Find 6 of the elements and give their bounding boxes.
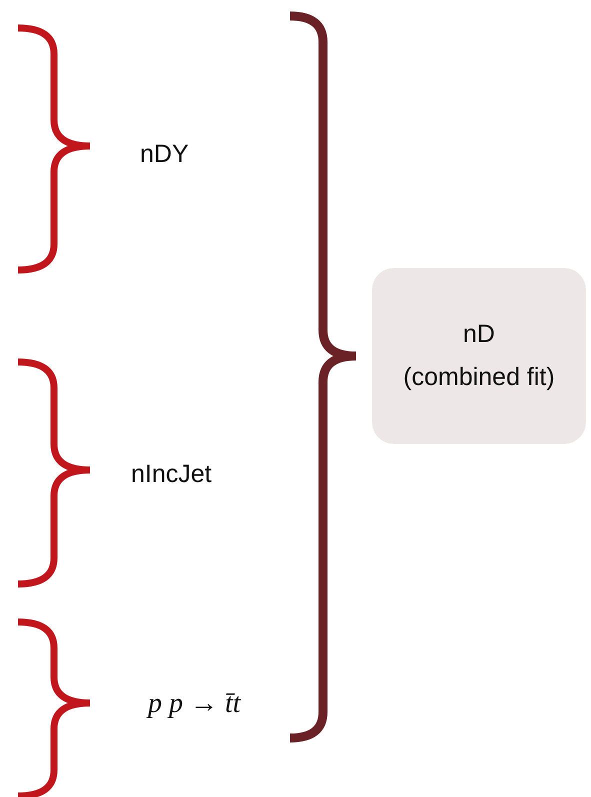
result-box <box>372 268 586 444</box>
bracket-label: p p → t̄t <box>148 688 241 720</box>
bracket-label: nDY <box>140 140 189 169</box>
bracket-label: nIncJet <box>131 460 212 489</box>
box-subtitle: (combined fit) <box>403 363 555 392</box>
box-title: nD <box>463 320 495 349</box>
